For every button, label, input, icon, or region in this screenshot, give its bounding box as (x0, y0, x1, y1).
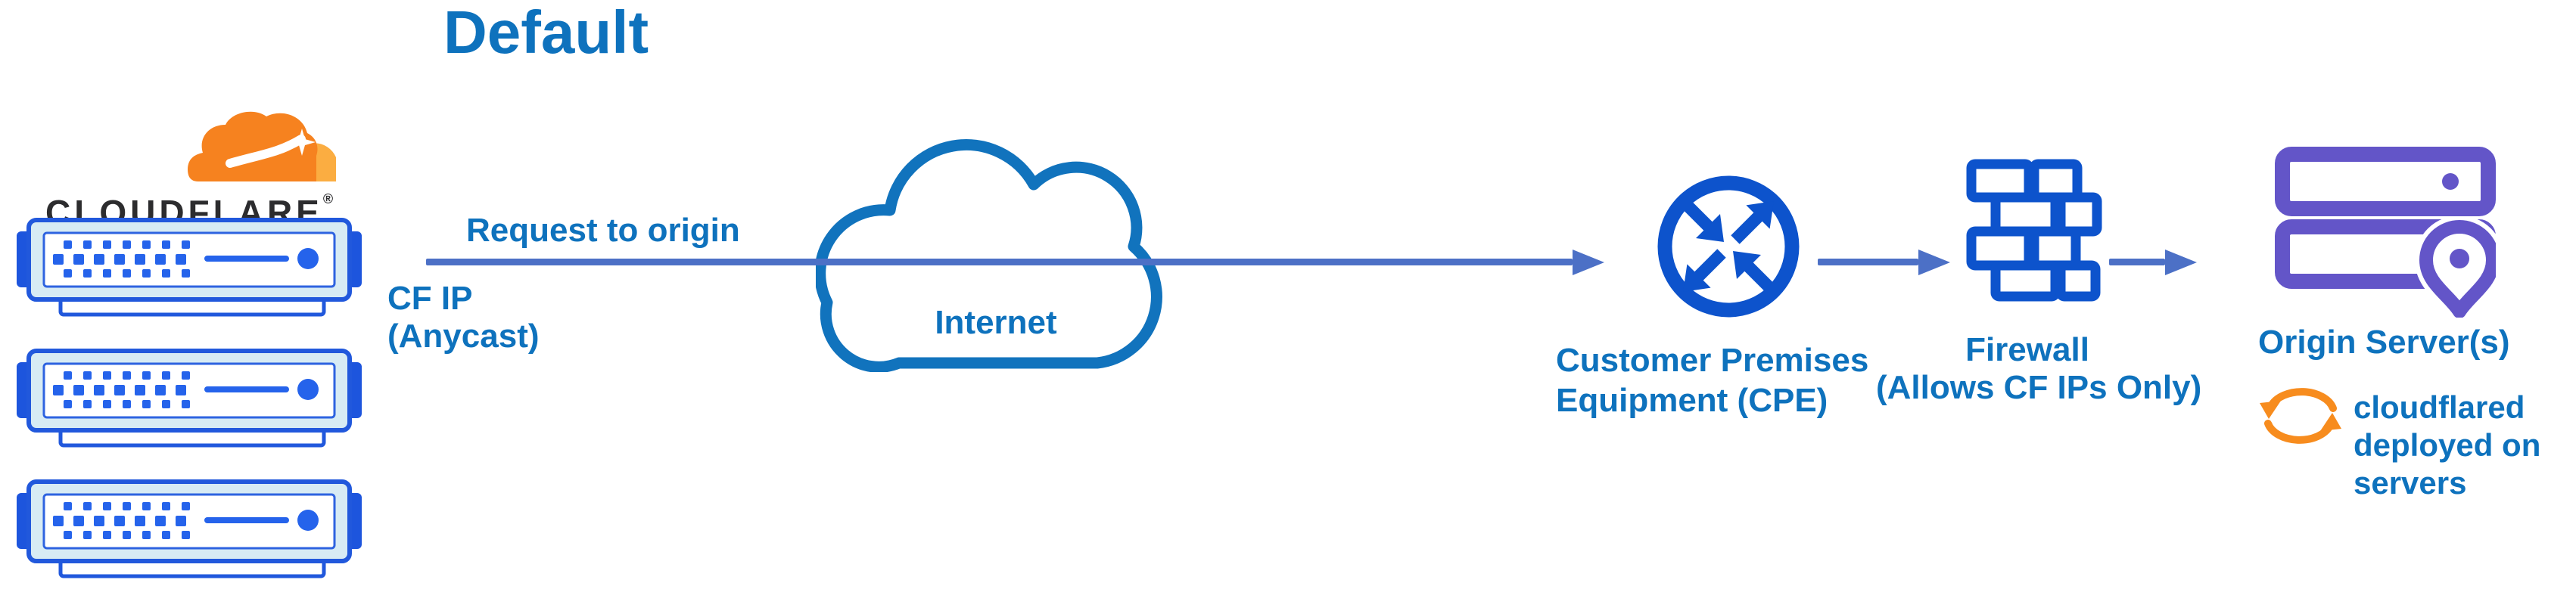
origin-server-label: Origin Server(s) (2258, 324, 2510, 361)
cloudflared-note-line1: cloudflared (2354, 389, 2525, 425)
request-to-origin-label: Request to origin (466, 212, 740, 249)
cf-ip-label: CF IP (Anycast) (387, 280, 540, 355)
cloudflared-note: cloudflared deployed on servers (2354, 389, 2540, 502)
page-title: Default (443, 0, 649, 66)
request-arrowhead (1573, 250, 1604, 275)
firewall-icon (1966, 159, 2102, 302)
edge-server-icon-1 (17, 218, 362, 317)
sync-arrows-icon (2260, 388, 2341, 444)
firewall-label-line2: (Allows CF IPs Only) (1876, 369, 2202, 406)
firewall-label-line1: Firewall (1965, 331, 2089, 368)
firewall-to-origin-arrow-line (2109, 259, 2165, 265)
registered-mark: ® (322, 191, 334, 206)
cf-ip-line2: (Anycast) (387, 318, 540, 355)
cloudflared-note-line3: servers (2354, 465, 2467, 501)
request-arrow-line (426, 259, 1573, 265)
cpe-label-line1: Customer Premises (1556, 342, 1869, 379)
cpe-label: Customer Premises Equipment (CPE) (1556, 340, 1868, 420)
cloudflare-logo-icon (188, 111, 336, 181)
cpe-to-firewall-arrowhead (1918, 250, 1950, 275)
cloudflared-note-line2: deployed on (2354, 427, 2541, 463)
cpe-label-line2: Equipment (CPE) (1556, 382, 1828, 419)
firewall-label: Firewall (Allows CF IPs Only) (1876, 331, 2202, 407)
cpe-router-icon (1657, 175, 1800, 318)
cf-ip-line1: CF IP (387, 280, 473, 317)
origin-server-icon (2275, 147, 2496, 318)
firewall-to-origin-arrowhead (2165, 250, 2197, 275)
internet-label: Internet (935, 304, 1057, 341)
edge-server-icon-3 (17, 479, 362, 578)
internet-cloud-icon (816, 139, 1162, 372)
cpe-to-firewall-arrow-line (1818, 259, 1918, 265)
edge-server-icon-2 (17, 349, 362, 448)
